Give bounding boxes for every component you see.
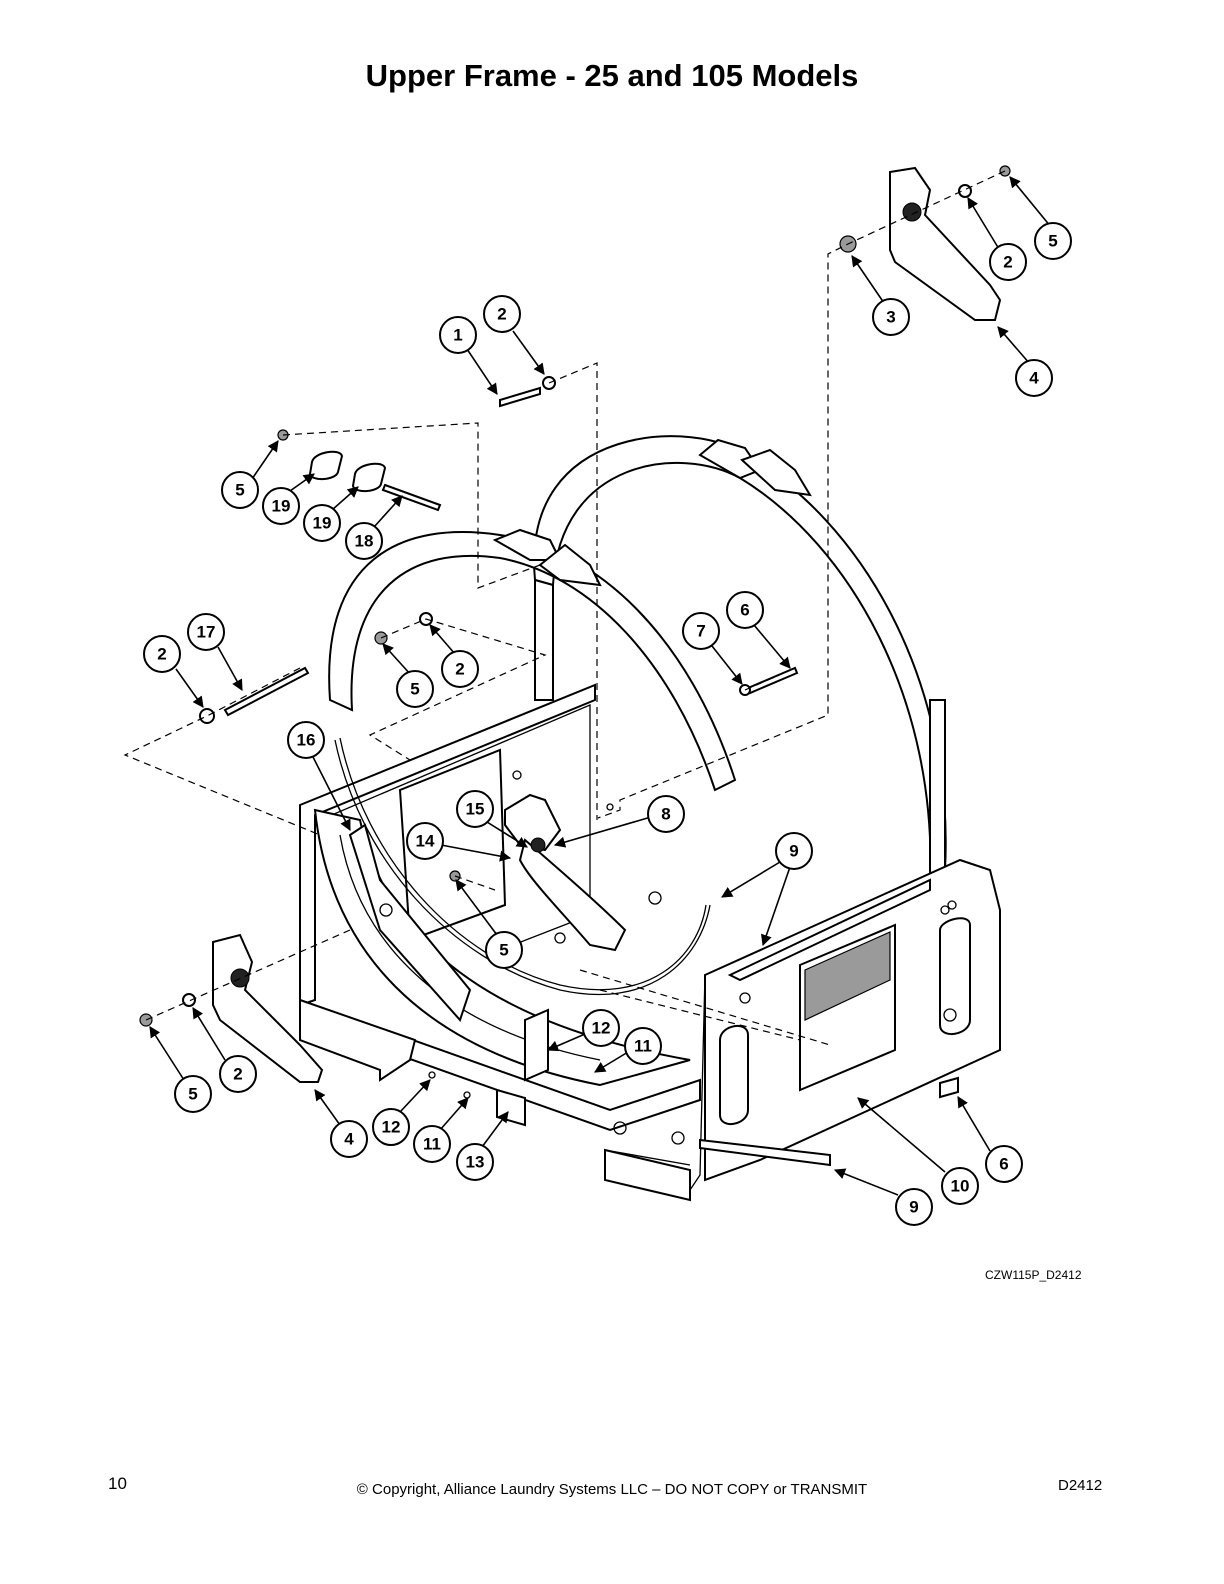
- page-title: Upper Frame - 25 and 105 Models: [365, 58, 859, 93]
- svg-text:10: 10: [951, 1177, 970, 1196]
- callout-12: 12: [582, 1009, 620, 1047]
- callout-2: 2: [441, 650, 479, 688]
- callout-2: 2: [219, 1055, 257, 1093]
- callout-5: 5: [221, 471, 259, 509]
- callout-14: 14: [406, 822, 444, 860]
- callout-13: 13: [456, 1143, 494, 1181]
- callout-2: 2: [143, 635, 181, 673]
- callout-4: 4: [1015, 359, 1053, 397]
- callout-5: 5: [396, 670, 434, 708]
- callout-2: 2: [483, 295, 521, 333]
- svg-text:5: 5: [235, 481, 244, 500]
- callout-1: 1: [439, 316, 477, 354]
- svg-text:15: 15: [466, 800, 485, 819]
- svg-text:2: 2: [1003, 253, 1012, 272]
- svg-text:6: 6: [740, 601, 749, 620]
- svg-text:5: 5: [499, 941, 508, 960]
- callout-6: 6: [726, 591, 764, 629]
- callout-11: 11: [413, 1125, 451, 1163]
- callout-16: 16: [287, 721, 325, 759]
- figure-id: CZW115P_D2412: [985, 1268, 1082, 1282]
- callout-4: 4: [330, 1120, 368, 1158]
- callout-9: 9: [895, 1188, 933, 1226]
- svg-text:2: 2: [233, 1065, 242, 1084]
- callout-balloons: 1 2 2 3 4 5 5 19 19 18 17 2 5 2 6 7 16 1…: [143, 222, 1072, 1226]
- callout-19: 19: [303, 504, 341, 542]
- svg-text:18: 18: [355, 532, 374, 551]
- callout-3: 3: [872, 298, 910, 336]
- svg-text:11: 11: [634, 1037, 652, 1056]
- svg-text:5: 5: [188, 1085, 197, 1104]
- callout-9: 9: [775, 832, 813, 870]
- svg-text:16: 16: [297, 731, 316, 750]
- svg-text:2: 2: [157, 645, 166, 664]
- svg-text:3: 3: [886, 308, 895, 327]
- svg-text:12: 12: [592, 1019, 611, 1038]
- callout-19: 19: [262, 487, 300, 525]
- callout-2: 2: [989, 243, 1027, 281]
- svg-text:5: 5: [410, 680, 419, 699]
- copyright-notice: © Copyright, Alliance Laundry Systems LL…: [356, 1481, 868, 1498]
- svg-text:19: 19: [272, 497, 291, 516]
- callout-10: 10: [941, 1167, 979, 1205]
- svg-text:12: 12: [382, 1118, 401, 1137]
- svg-text:4: 4: [344, 1130, 354, 1149]
- svg-text:6: 6: [999, 1155, 1008, 1174]
- callout-7: 7: [682, 612, 720, 650]
- callout-5: 5: [1034, 222, 1072, 260]
- callout-17: 17: [187, 613, 225, 651]
- svg-text:13: 13: [466, 1153, 485, 1172]
- svg-text:17: 17: [197, 623, 216, 642]
- callout-6: 6: [985, 1145, 1023, 1183]
- svg-text:9: 9: [789, 842, 798, 861]
- alignment-dashed-lines: [123, 170, 1006, 1046]
- svg-text:5: 5: [1048, 232, 1057, 251]
- callout-11: 11: [624, 1027, 662, 1065]
- hardware-parts: [139, 165, 1011, 1099]
- callout-8: 8: [647, 795, 685, 833]
- svg-text:7: 7: [696, 622, 705, 641]
- svg-text:2: 2: [455, 660, 464, 679]
- svg-text:1: 1: [453, 326, 462, 345]
- svg-text:9: 9: [909, 1198, 918, 1217]
- callout-12: 12: [372, 1108, 410, 1146]
- leader-lines: [149, 176, 1052, 1196]
- callout-15: 15: [456, 790, 494, 828]
- document-number: D2412: [1058, 1477, 1103, 1494]
- callout-5: 5: [174, 1075, 212, 1113]
- page-number: 10: [108, 1474, 127, 1493]
- svg-text:11: 11: [423, 1135, 441, 1154]
- svg-text:14: 14: [416, 832, 435, 851]
- callout-18: 18: [345, 522, 383, 560]
- svg-text:19: 19: [313, 514, 332, 533]
- callout-5: 5: [485, 931, 523, 969]
- svg-text:4: 4: [1029, 369, 1039, 388]
- svg-text:8: 8: [661, 805, 670, 824]
- svg-text:2: 2: [497, 305, 506, 324]
